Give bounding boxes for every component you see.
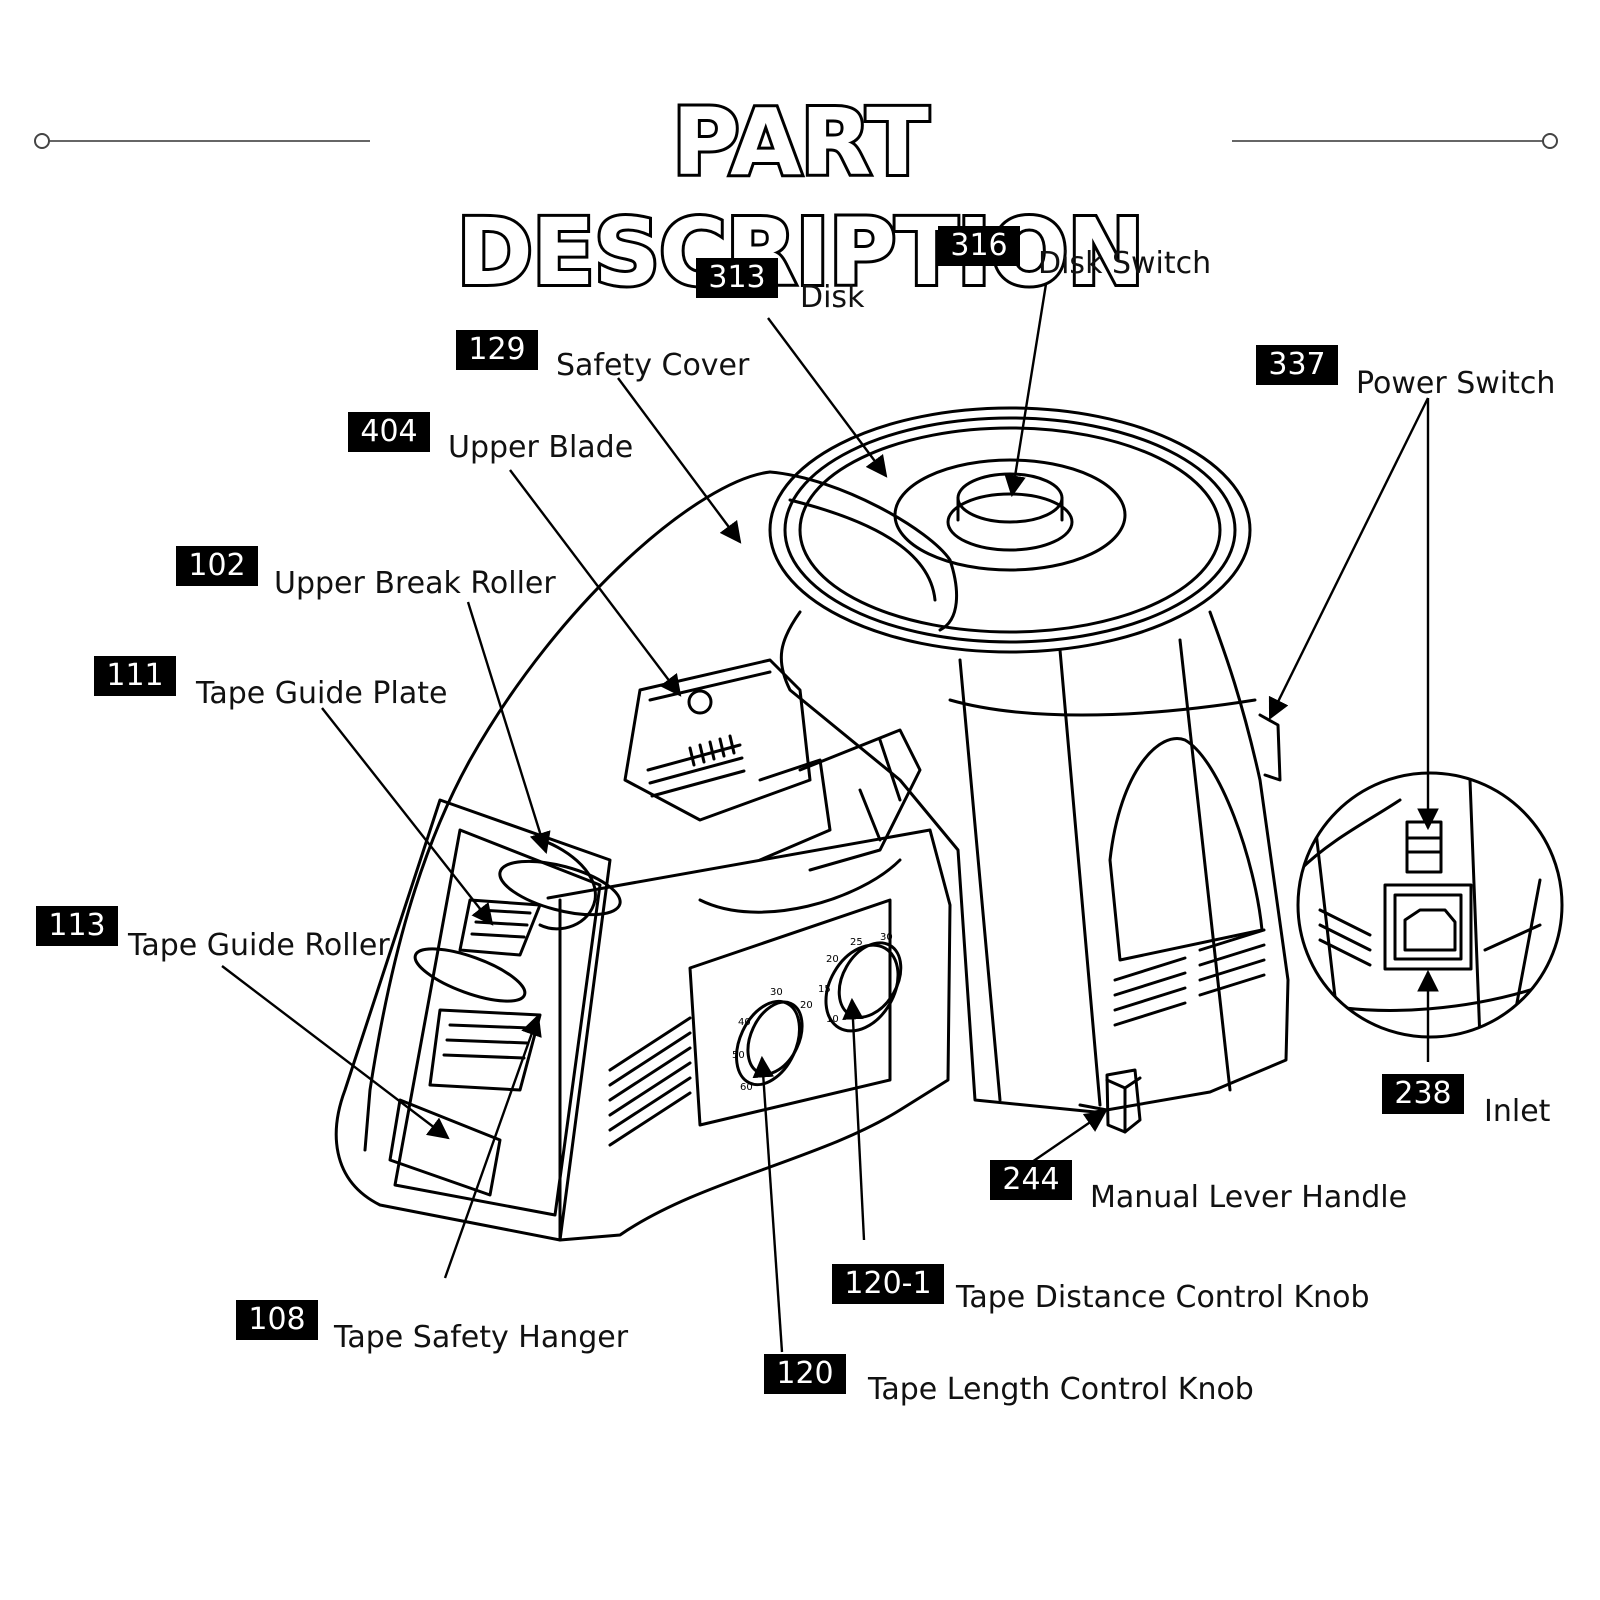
manual-lever-handle xyxy=(1105,1068,1142,1134)
part-badge: 120-1 xyxy=(832,1264,944,1304)
part-badge: 108 xyxy=(236,1300,318,1340)
header-rule-right xyxy=(1232,140,1546,142)
leader-safety-cover xyxy=(617,377,742,544)
dial-left-tick: 50 xyxy=(732,1050,745,1061)
leader-tape-guide-roller xyxy=(221,965,450,1140)
part-badge: 102 xyxy=(176,546,258,586)
part-label: Tape Guide Plate xyxy=(196,676,448,711)
part-badge: 113 xyxy=(36,906,118,946)
tape-guide-roller xyxy=(413,947,527,1003)
leader-disk xyxy=(767,317,888,478)
part-label: Tape Length Control Knob xyxy=(868,1372,1254,1407)
part-label: Upper Break Roller xyxy=(274,566,556,601)
dial-left-tick: 40 xyxy=(738,1017,751,1028)
tape-distance-knob xyxy=(824,943,900,1033)
header-rule-left-end xyxy=(34,133,50,149)
part-label: Inlet xyxy=(1484,1094,1551,1129)
part-badge: 337 xyxy=(1256,345,1338,385)
tape-holder-outline xyxy=(334,798,612,1242)
base-front-outline xyxy=(546,828,952,1242)
header-rule-right-end xyxy=(1542,133,1558,149)
leader-upper-break-roller xyxy=(466,601,551,855)
dial-right-tick: 15 xyxy=(818,984,831,995)
dial-right-tick: 10 xyxy=(826,1014,839,1025)
leader-disk-switch xyxy=(1004,283,1048,498)
dial-right-tick: 20 xyxy=(826,954,839,965)
inlet-detail-circle xyxy=(1296,771,1564,1039)
dial-right-tick: 30 xyxy=(880,932,893,943)
page-title: PART DESCRIPTION xyxy=(454,86,1148,309)
dial-right-tick: 25 xyxy=(850,937,863,948)
part-label: Manual Lever Handle xyxy=(1090,1180,1408,1215)
part-label: Tape Guide Roller xyxy=(128,928,390,963)
dial-left-tick: 60 xyxy=(740,1082,753,1093)
part-badge: 238 xyxy=(1382,1074,1464,1114)
leader-upper-blade xyxy=(509,469,682,697)
part-label: Disk Switch xyxy=(1038,246,1212,281)
leader-power-switch-a xyxy=(1268,397,1430,720)
part-badge: 111 xyxy=(94,656,176,696)
dial-left-tick: 30 xyxy=(770,987,783,998)
disk-outline xyxy=(768,406,1252,654)
part-badge: 244 xyxy=(990,1160,1072,1200)
leader-tape-guide-plate xyxy=(321,707,494,926)
part-label: Upper Blade xyxy=(448,430,634,465)
part-badge: 316 xyxy=(938,226,1020,266)
part-label: Tape Distance Control Knob xyxy=(956,1280,1370,1315)
part-badge: 129 xyxy=(456,330,538,370)
header-rule-left xyxy=(48,140,370,142)
dial-left-tick: 20 xyxy=(800,1000,813,1011)
leader-manual-lever xyxy=(1031,1110,1107,1163)
upper-blade-block xyxy=(623,658,812,822)
part-label: Safety Cover xyxy=(556,348,750,383)
leader-tape-safety-hanger xyxy=(443,1013,542,1279)
leader-tape-length-knob xyxy=(752,1055,784,1353)
part-badge: 120 xyxy=(764,1354,846,1394)
leader-tape-distance-knob xyxy=(842,997,866,1241)
part-label: Power Switch xyxy=(1356,366,1556,401)
upper-break-roller xyxy=(498,859,622,917)
dome-body-outline xyxy=(779,610,1290,1114)
part-label: Tape Safety Hanger xyxy=(334,1320,629,1355)
part-label: Disk xyxy=(800,280,865,315)
safety-cover-outline xyxy=(363,470,772,1152)
part-badge: 313 xyxy=(696,258,778,298)
part-badge: 404 xyxy=(348,412,430,452)
